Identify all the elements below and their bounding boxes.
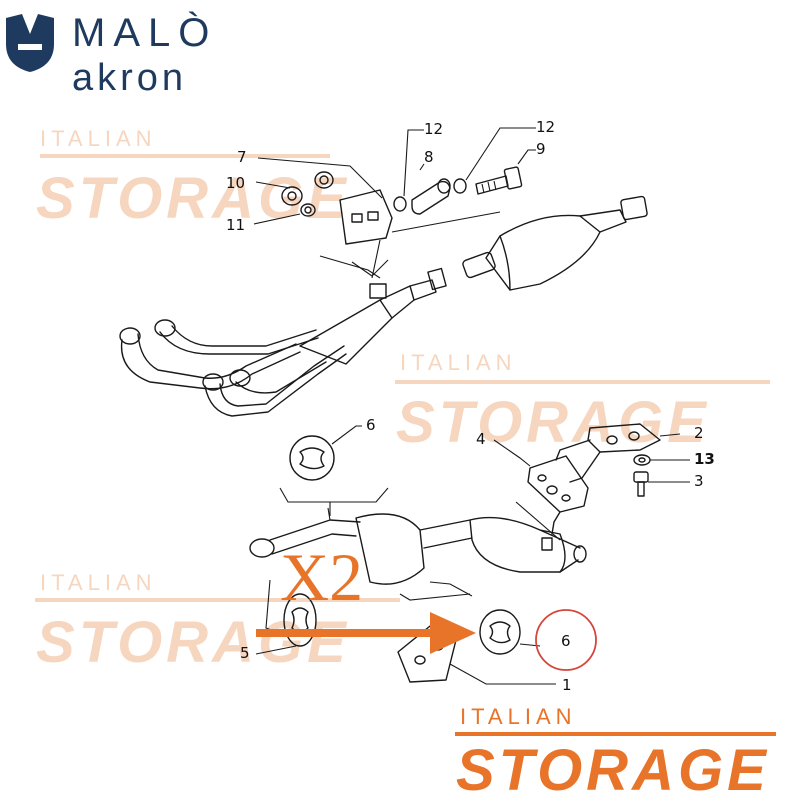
watermark-faded-middle-line2: STORAGE: [396, 390, 710, 455]
bushing-part-10: [281, 171, 334, 206]
bolt-part-3: [633, 471, 649, 497]
watermark-faded-top-line1: ITALIAN: [40, 126, 157, 151]
callout-8: 8: [424, 148, 434, 166]
front-exhaust-pipe: [119, 259, 447, 417]
catalytic-converter: [462, 195, 648, 291]
bolt-part-9: [475, 166, 523, 195]
watermark-faded-bottom-line1: ITALIAN: [40, 570, 157, 595]
watermark-faded-bottom-line2: STORAGE: [36, 610, 350, 675]
callout-6-upper: 6: [366, 416, 376, 434]
rear-silencer: [469, 516, 587, 573]
rubber-ring-part-5: [283, 593, 317, 647]
callout-12-left: 12: [424, 120, 443, 138]
callout-13: 13: [694, 450, 715, 468]
watermark-faded-middle: ITALIAN STORAGE: [395, 350, 770, 455]
callout-1: 1: [562, 676, 572, 694]
quantity-label: X2: [280, 539, 363, 615]
mounting-bracket-part-2: [555, 423, 661, 483]
washer-part-13: [633, 454, 651, 466]
watermark-main-line2: STORAGE: [456, 738, 770, 800]
watermark-main-line1: ITALIAN: [460, 704, 577, 729]
center-silencer: [249, 507, 473, 585]
callout-9: 9: [536, 140, 546, 158]
rubber-ring-part-6-lower: [479, 609, 521, 655]
spacer-sleeve-part-8: [411, 178, 451, 215]
arrow-icon: [256, 612, 476, 654]
callout-4: 4: [476, 430, 486, 448]
watermark-faded-bottom: ITALIAN STORAGE: [35, 570, 400, 675]
rubber-ring-part-6-upper: [289, 435, 335, 481]
washer-part-12: [393, 178, 467, 212]
callout-7: 7: [237, 148, 247, 166]
hanger-bracket-part-7: [339, 189, 393, 245]
callout-12-right: 12: [536, 118, 555, 136]
highlight-circle: [535, 609, 597, 671]
watermark-faded-middle-line1: ITALIAN: [400, 350, 517, 375]
callout-10: 10: [226, 174, 245, 192]
callout-2: 2: [694, 424, 704, 442]
callout-5: 5: [240, 644, 250, 662]
callout-6-highlighted: 6: [561, 632, 571, 650]
brand-line1: MALÒ: [72, 10, 217, 55]
washer-part-11: [300, 203, 316, 217]
callout-11: 11: [226, 216, 245, 234]
brand-line2: akron: [72, 57, 187, 99]
watermark-faded-top: ITALIAN STORAGE: [36, 126, 350, 231]
rubber-mount-part-4: [527, 455, 589, 535]
malo-logo-icon: [6, 14, 54, 72]
callout-3: 3: [694, 472, 704, 490]
watermark-main: ITALIAN STORAGE: [455, 704, 776, 800]
watermark-faded-top-line2: STORAGE: [36, 166, 350, 231]
